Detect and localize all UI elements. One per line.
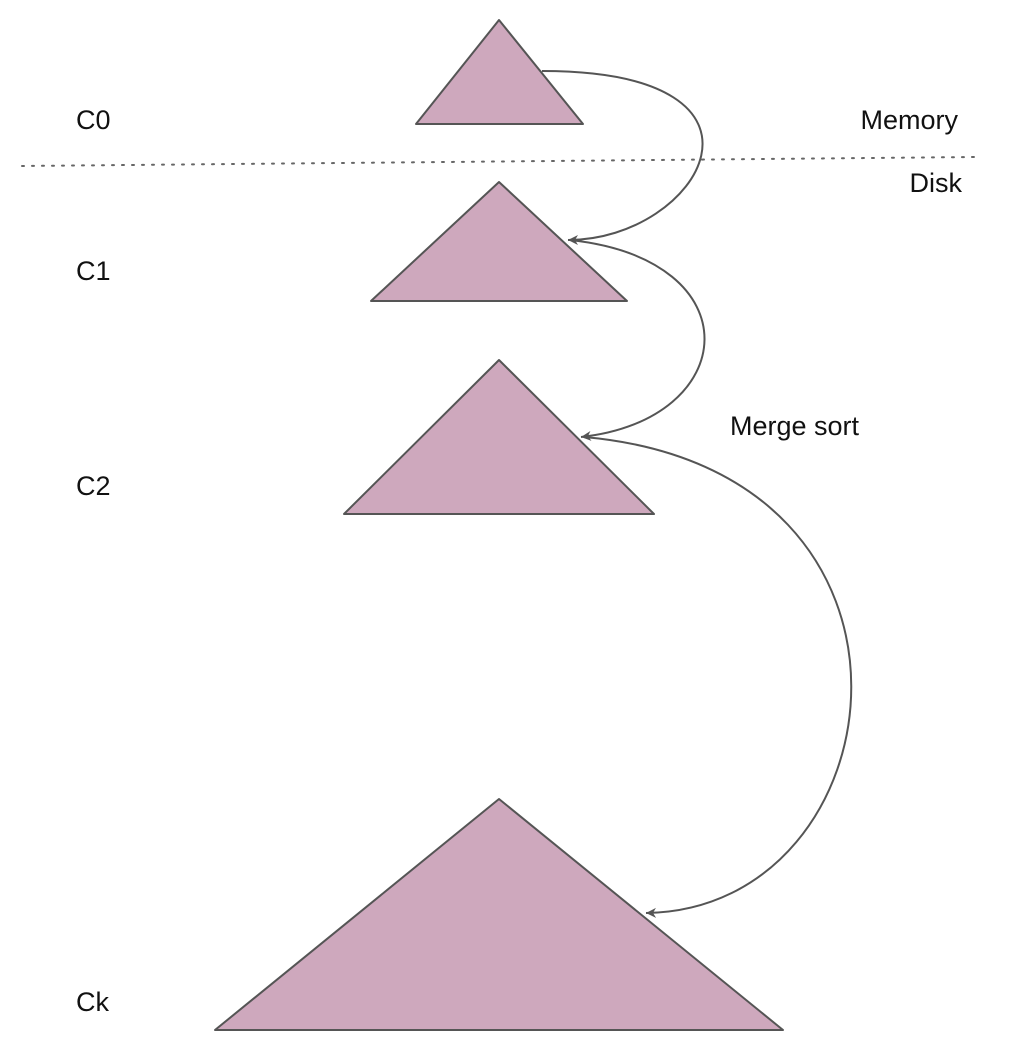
level-label-c2: C2 xyxy=(76,471,111,501)
level-label-c0: C0 xyxy=(76,105,111,135)
merge-arrow-c1-c2 xyxy=(569,239,706,441)
tree-c0 xyxy=(415,19,584,125)
level-label-ck: Ck xyxy=(76,987,109,1017)
merge-sort-label: Merge sort xyxy=(730,411,860,441)
memory-disk-separator xyxy=(21,156,976,167)
level-label-c1: C1 xyxy=(76,256,111,286)
merge-arrow-c0-c1 xyxy=(541,70,704,245)
tree-c2 xyxy=(343,359,655,515)
memory-label: Memory xyxy=(860,105,958,135)
disk-label: Disk xyxy=(910,168,963,198)
merge-arrow-c2-ck xyxy=(583,436,853,918)
tree-ck xyxy=(214,798,784,1031)
tree-c1 xyxy=(370,181,628,302)
